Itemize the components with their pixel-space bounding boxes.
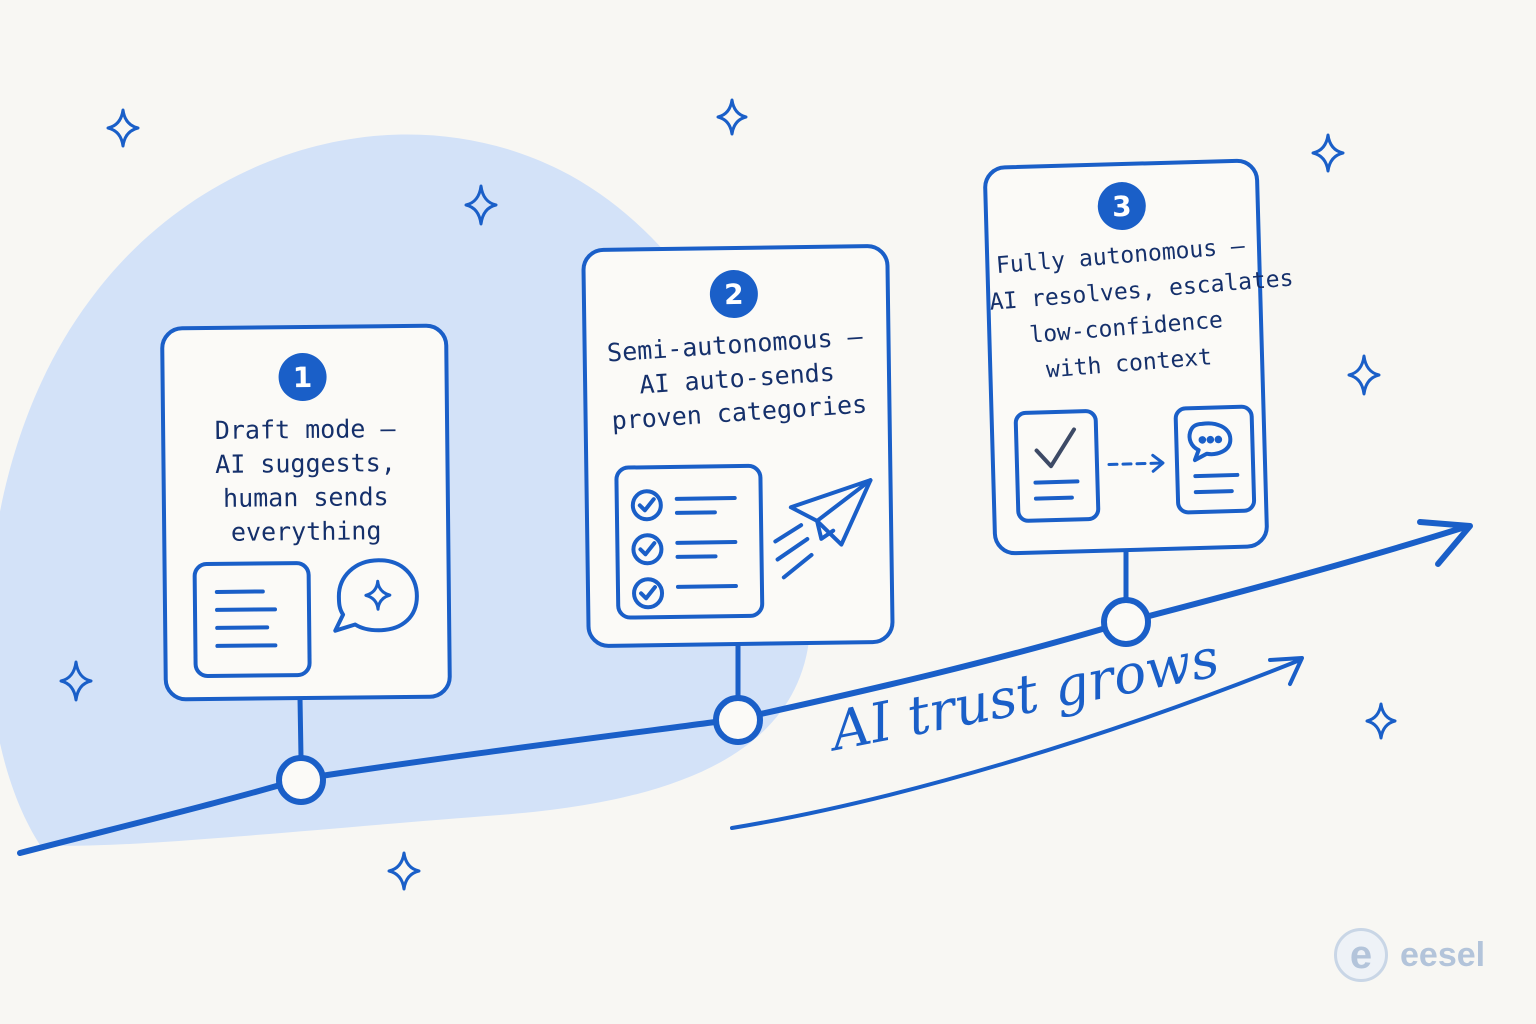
brand-name: eesel: [1400, 935, 1486, 974]
document-icon: [192, 561, 312, 679]
sparkle-icon: [106, 108, 140, 148]
dashed-arrow-icon: [1107, 453, 1165, 473]
checked-document-icon: [1013, 409, 1101, 523]
sparkle-chat-bubble-icon: [333, 558, 419, 633]
stage-1-node: [276, 755, 326, 805]
checklist-icon: [614, 463, 765, 620]
chat-document-icon: [1173, 404, 1257, 515]
sparkle-icon: [464, 184, 498, 226]
timeline-arrowhead-icon: [1417, 519, 1473, 567]
sparkle-icon: [59, 660, 93, 702]
brand-logo: e eesel: [1334, 928, 1485, 982]
paper-plane-icon: [773, 478, 873, 580]
stage-2-card: 2 Semi-autonomous — AI auto-sends proven…: [581, 243, 895, 649]
stage-3-card: 3 Fully autonomous — AI resolves, escala…: [982, 158, 1294, 556]
stage-2-node: [713, 695, 763, 745]
sparkle-icon: [716, 98, 748, 136]
stage-1-card: 1 Draft mode — AI suggests, human sends …: [160, 323, 452, 702]
sparkle-icon: [1311, 133, 1345, 173]
stage-1-connector: [297, 695, 304, 760]
brand-mark-icon: e: [1334, 928, 1388, 982]
sparkle-icon: [1365, 702, 1397, 740]
sparkle-icon: [387, 851, 421, 891]
stage-3-node: [1101, 597, 1151, 647]
trust-arrow-line: [730, 658, 1302, 830]
trust-arrowhead-icon: [1268, 656, 1304, 686]
sparkle-icon: [1347, 354, 1381, 396]
